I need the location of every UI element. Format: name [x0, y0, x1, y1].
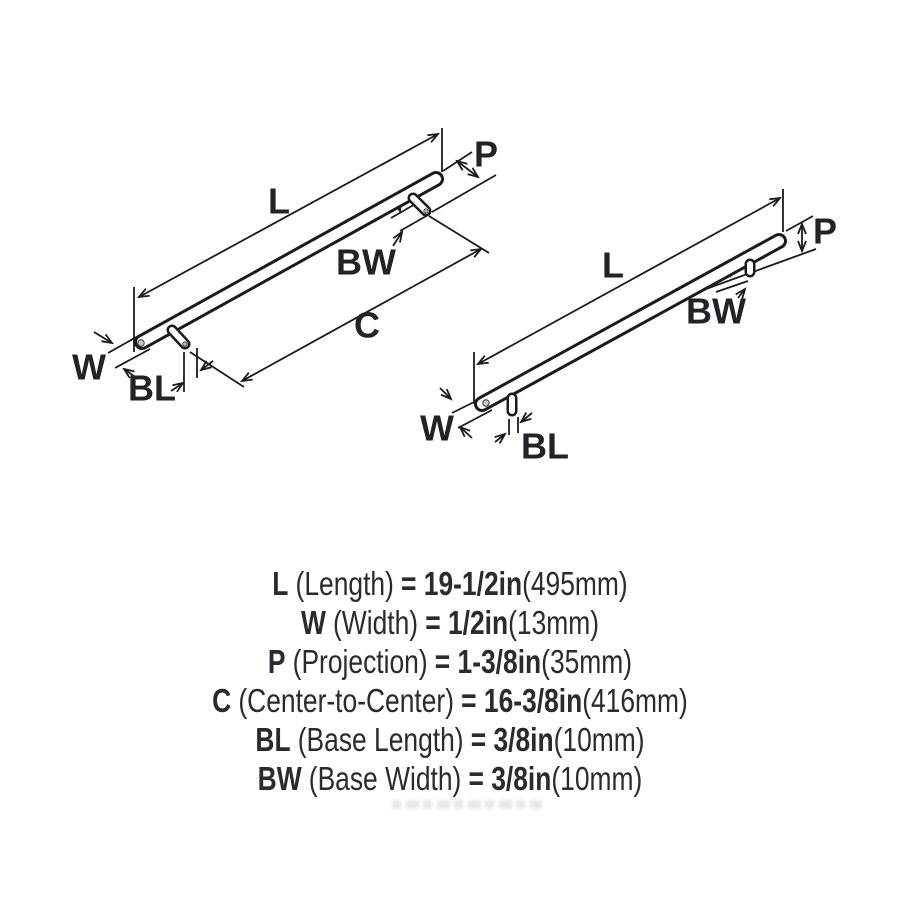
spec-row-width: W(Width)= 1/2in(13mm) [90, 603, 810, 642]
extension-line [457, 409, 493, 429]
spec-row-base-width: BW(Base Width)= 3/8in(10mm) [90, 759, 810, 798]
label-width: W [420, 408, 454, 449]
spec-value: = 1/2in [425, 604, 509, 641]
spec-value: = 16-3/8in [461, 682, 583, 719]
dim-length-left [133, 128, 443, 352]
extension-line [107, 334, 141, 354]
spec-metric: (13mm) [508, 604, 600, 641]
spec-value: = 19-1/2in [401, 565, 523, 602]
label-base-width: BW [336, 242, 396, 283]
arrow-pointer [170, 383, 183, 391]
extension-line [399, 214, 429, 232]
spec-abbr: P [267, 643, 286, 680]
spec-row-projection: P(Projection)= 1-3/8in(35mm) [90, 642, 810, 681]
dimension-specs: L(Length)= 19-1/2in(495mm) W(Width)= 1/2… [90, 564, 810, 798]
extension-line [114, 348, 151, 369]
mounting-post [407, 192, 432, 217]
extension-line [715, 280, 749, 293]
dim-projection-left [431, 151, 497, 213]
post-fill [169, 327, 188, 347]
spec-value: = 1-3/8in [434, 643, 542, 680]
post-end-face [423, 208, 429, 214]
label-base-length: BL [128, 368, 176, 409]
arrow-pointer [495, 434, 505, 442]
spec-label: (Center-to-Center) [238, 682, 455, 719]
spec-value: = 3/8in [470, 721, 554, 758]
label-base-length: BL [521, 426, 569, 467]
label-length: L [602, 245, 624, 286]
extension-line [785, 215, 814, 232]
left-drawing: L P BW C W BL [72, 128, 498, 409]
bar-end-face [482, 399, 490, 407]
arrow-pointer [460, 427, 473, 439]
pull-bar [474, 233, 787, 412]
dim-base-length-left [170, 348, 214, 392]
arrow-pointer [521, 413, 533, 422]
label-center-to-center: C [354, 305, 380, 346]
label-projection: P [813, 211, 837, 252]
dimension-line [478, 198, 780, 364]
arrow-pointer [124, 369, 139, 380]
spec-abbr: BL [255, 721, 291, 758]
bar-fill [477, 236, 784, 409]
spec-metric: (495mm) [522, 565, 628, 602]
extension-line [431, 174, 497, 213]
dim-base-length-right [495, 413, 533, 442]
spec-abbr: C [212, 682, 232, 719]
arrow-pointer [392, 232, 402, 247]
bar-end-face [137, 339, 145, 347]
dimension-line [242, 249, 481, 381]
arrow-pointer [93, 331, 112, 343]
label-width: W [72, 347, 106, 388]
dimension-line [139, 134, 438, 297]
label-length: L [268, 181, 290, 222]
extension-line [705, 248, 817, 290]
spec-label: (Projection) [292, 643, 428, 680]
extension-line [428, 215, 490, 254]
post-end-face [182, 341, 188, 347]
extension-line [189, 351, 245, 388]
extension-line [390, 202, 418, 219]
arrow-pointer [201, 360, 214, 370]
spec-value: = 3/8in [468, 760, 552, 797]
spec-metric: (416mm) [582, 682, 688, 719]
spec-row-base-length: BL(Base Length)= 3/8in(10mm) [90, 720, 810, 759]
bar-fill [137, 174, 441, 347]
spec-label: (Base Width) [308, 760, 462, 797]
spec-abbr: L [272, 565, 289, 602]
spec-abbr: W [300, 604, 326, 641]
dimension-drawings: L P BW C W BL [72, 128, 837, 467]
post-fill [410, 195, 429, 214]
spec-metric: (35mm) [541, 643, 633, 680]
label-base-width: BW [686, 291, 746, 332]
spec-metric: (10mm) [551, 760, 643, 797]
spec-label: (Width) [333, 604, 419, 641]
spec-metric: (10mm) [553, 721, 645, 758]
dimension-line [457, 161, 478, 177]
spec-label: (Base Length) [297, 721, 464, 758]
spec-row-center-to-center: C(Center-to-Center)= 16-3/8in(416mm) [90, 681, 810, 720]
pull-bar [134, 171, 444, 350]
dim-length-right [473, 189, 784, 404]
spec-row-length: L(Length)= 19-1/2in(495mm) [90, 564, 810, 603]
dim-projection-right [705, 215, 817, 290]
arrow-pointer [439, 387, 451, 399]
dim-width-left [93, 331, 151, 380]
mounting-post [166, 324, 191, 350]
spec-label: (Length) [295, 565, 394, 602]
faint-footnote-smudge [392, 800, 542, 809]
label-projection: P [474, 134, 498, 175]
spec-abbr: BW [257, 760, 302, 797]
arrow-pointer [738, 289, 745, 298]
right-drawing: L P BW W BL [420, 189, 837, 467]
